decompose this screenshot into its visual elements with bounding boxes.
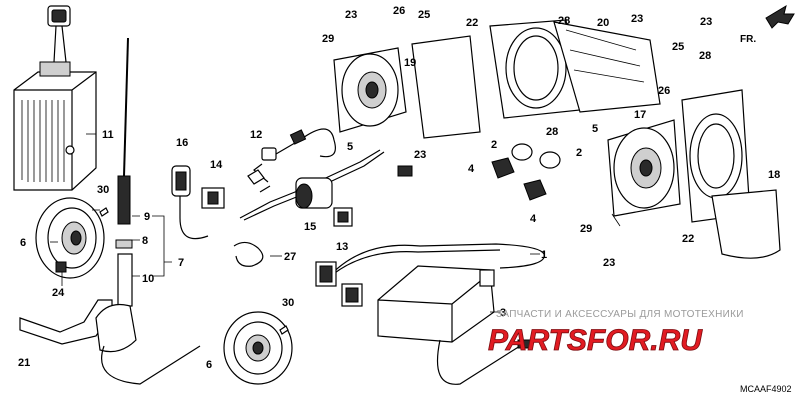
small-parts-2-4 (397, 143, 561, 201)
callout-19: 19 (404, 57, 416, 69)
callout-4: 4 (468, 163, 475, 175)
clip-24 (55, 261, 67, 273)
callout-30-2: 30 (282, 297, 294, 309)
callout-5-2: 5 (592, 123, 598, 135)
callout-28: 28 (558, 15, 570, 27)
callout-23: 23 (345, 9, 357, 21)
part-14 (201, 187, 225, 209)
diagram-code: MCAAF4902 (740, 384, 792, 394)
leader-lines (50, 133, 621, 313)
callout-8: 8 (142, 235, 148, 247)
callout-22-2: 22 (682, 233, 694, 245)
callout-28-3: 28 (699, 50, 711, 62)
callout-2: 2 (491, 139, 497, 151)
front-direction-arrow (765, 4, 795, 29)
callout-3: 3 (500, 307, 506, 319)
screw-30-lower (279, 325, 289, 335)
direction-label: FR. (740, 34, 756, 45)
callout-27: 27 (284, 251, 296, 263)
part-12 (261, 128, 336, 161)
callout-18: 18 (768, 169, 780, 181)
callout-6: 6 (20, 237, 26, 249)
antenna-assembly (95, 37, 201, 385)
callout-26: 26 (393, 5, 405, 17)
callout-14: 14 (210, 159, 223, 171)
callout-29: 29 (322, 33, 334, 45)
callout-10: 10 (142, 273, 154, 285)
amplifier-unit (13, 5, 97, 191)
callout-13: 13 (336, 241, 348, 253)
callout-11: 11 (102, 129, 114, 141)
cable-harness-center (239, 149, 385, 227)
callout-20: 20 (597, 17, 609, 29)
speaker-left-upper (35, 197, 105, 279)
callout-22: 22 (466, 17, 478, 29)
callout-9: 9 (144, 211, 150, 223)
speaker-housing-upper (411, 19, 661, 139)
callout-7: 7 (178, 257, 184, 269)
callout-23-2: 23 (414, 149, 426, 161)
screw-30-upper (99, 207, 109, 217)
callout-26-2: 26 (658, 85, 670, 97)
callout-28-2: 28 (546, 126, 558, 138)
callout-5: 5 (347, 141, 353, 153)
callout-21: 21 (18, 357, 30, 369)
callout-25: 25 (418, 9, 430, 21)
callout-17: 17 (634, 109, 646, 121)
watermark-brand: PARTSFOR.RU (488, 324, 703, 357)
speaker-housing-right (681, 89, 781, 259)
callout-30: 30 (97, 184, 109, 196)
callout-2-2: 2 (576, 147, 582, 159)
callout-29-2: 29 (580, 223, 592, 235)
watermark-tagline: ЗАПЧАСТИ И АКСЕССУАРЫ ДЛЯ МОТОТЕХНИКИ (496, 309, 744, 320)
callout-12: 12 (250, 129, 262, 141)
speaker-5-top (333, 47, 407, 133)
speaker-5-right (607, 119, 681, 217)
callout-16: 16 (176, 137, 188, 149)
callout-24: 24 (52, 287, 65, 299)
callout-23-4: 23 (700, 16, 712, 28)
callout-23-3: 23 (631, 13, 643, 25)
callout-4-2: 4 (530, 213, 537, 225)
callout-15: 15 (304, 221, 316, 233)
callout-6-2: 6 (206, 359, 212, 371)
clamp-27 (233, 241, 264, 267)
callout-1: 1 (541, 249, 547, 261)
control-unit (315, 243, 545, 385)
callout-23-5: 23 (603, 257, 615, 269)
speaker-left-lower (223, 311, 293, 385)
callout-25-2: 25 (672, 41, 684, 53)
part-16 (171, 165, 209, 240)
